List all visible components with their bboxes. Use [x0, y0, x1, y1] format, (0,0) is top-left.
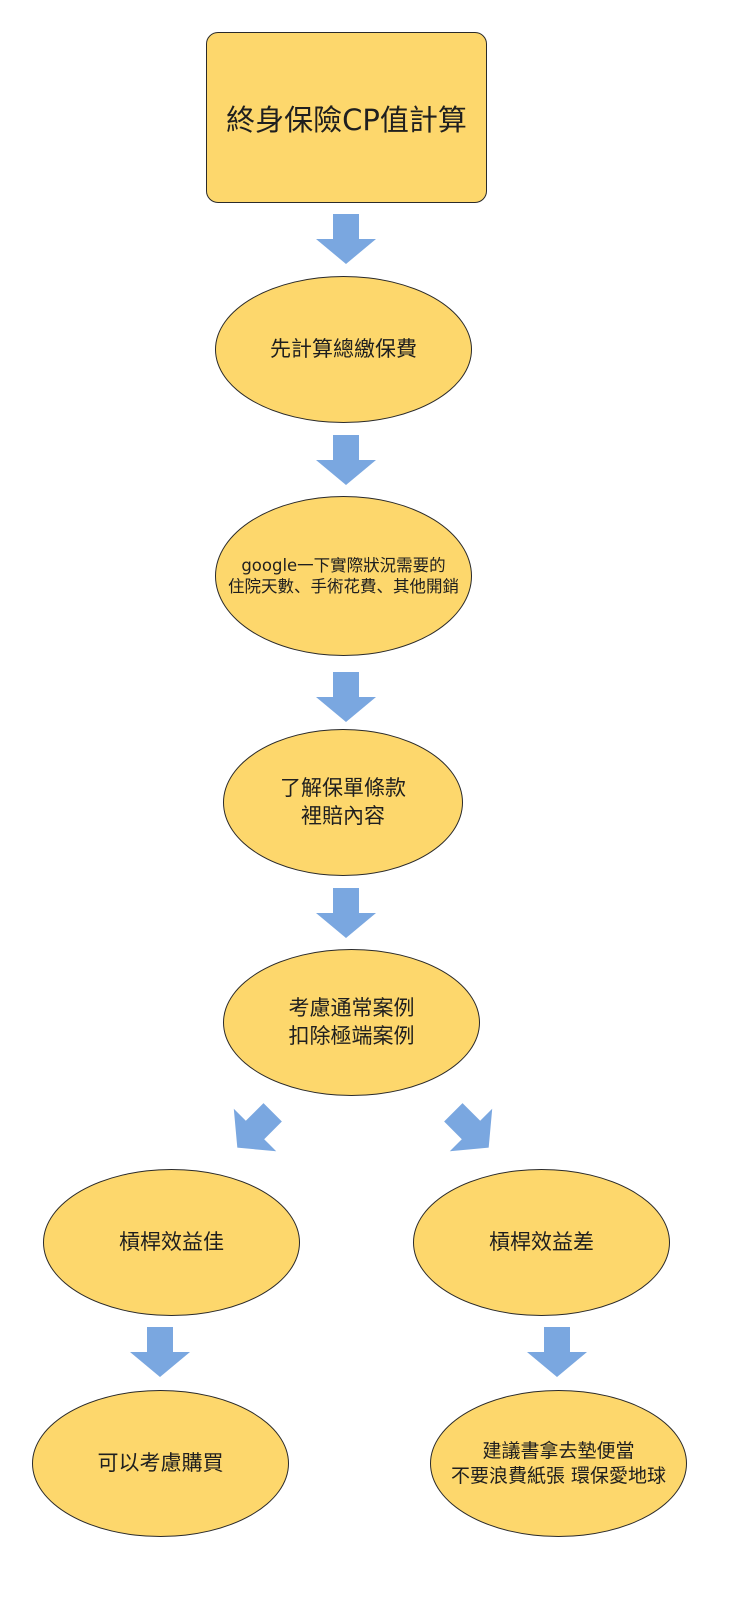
arrow-down-icon: [316, 435, 376, 485]
step-research-label-1: google一下實際狀況需要的: [241, 555, 446, 575]
outcome-consider-buying: 可以考慮購買: [32, 1390, 289, 1537]
outcome-consider-buying-label: 可以考慮購買: [97, 1450, 224, 1475]
branch-good-leverage: 槓桿效益佳: [43, 1169, 300, 1316]
branch-good-leverage-label: 槓桿效益佳: [119, 1229, 224, 1254]
arrow-down-icon: [130, 1327, 190, 1377]
outcome-reject-proposal-label-1: 建議書拿去墊便當: [482, 1439, 635, 1462]
arrow-down-icon: [316, 672, 376, 722]
outcome-reject-proposal-label-2: 不要浪費紙張 環保愛地球: [450, 1464, 667, 1487]
arrow-down-right-icon: [432, 1091, 510, 1169]
step-research-label-2: 住院天數、手術花費、其他開銷: [228, 577, 459, 596]
step-policy-terms-label-1: 了解保單條款: [280, 776, 406, 801]
arrow-down-icon: [316, 214, 376, 264]
step-research: google一下實際狀況需要的 住院天數、手術花費、其他開銷: [215, 496, 472, 656]
branch-bad-leverage-label: 槓桿效益差: [489, 1229, 594, 1254]
step-policy-terms: 了解保單條款 裡賠內容: [223, 729, 463, 876]
step-consider-cases: 考慮通常案例 扣除極端案例: [223, 949, 480, 1096]
arrow-down-left-icon: [216, 1091, 294, 1169]
step-consider-cases-label-2: 扣除極端案例: [288, 1023, 415, 1048]
arrow-down-icon: [527, 1327, 587, 1377]
arrow-down-icon: [316, 888, 376, 938]
diagram-title: 終身保險CP值計算: [226, 102, 467, 137]
step-total-premium-label: 先計算總繳保費: [270, 336, 417, 361]
title-box: 終身保險CP值計算: [206, 32, 487, 203]
branch-bad-leverage: 槓桿效益差: [413, 1169, 670, 1316]
step-consider-cases-label-1: 考慮通常案例: [288, 996, 415, 1021]
step-policy-terms-label-2: 裡賠內容: [301, 803, 385, 828]
step-total-premium: 先計算總繳保費: [215, 276, 472, 423]
outcome-reject-proposal: 建議書拿去墊便當 不要浪費紙張 環保愛地球: [430, 1390, 687, 1537]
